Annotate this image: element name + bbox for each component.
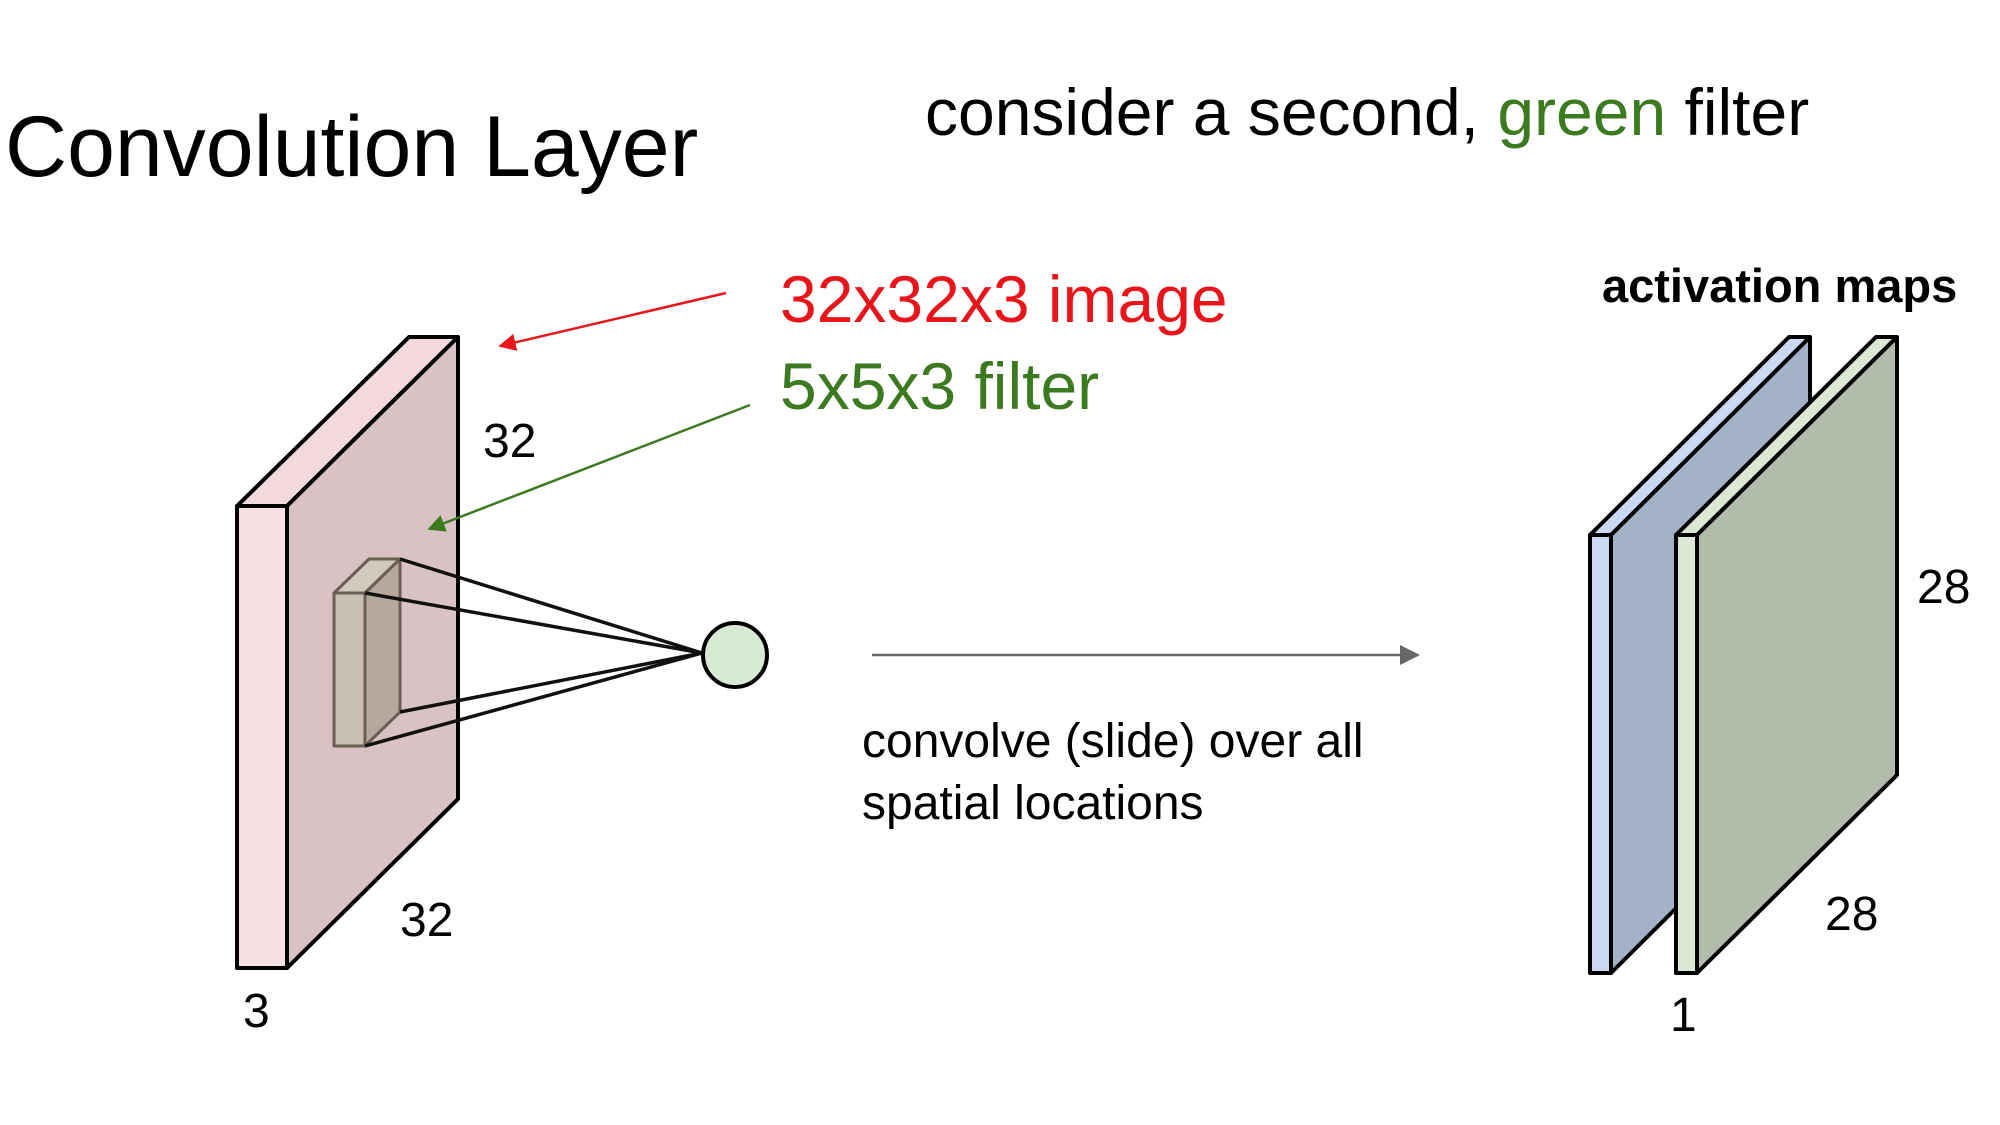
subtitle-prefix: consider a second, (925, 75, 1497, 149)
connection-line (399, 651, 703, 714)
page-title: Convolution Layer (5, 99, 698, 195)
connection-line (364, 651, 703, 748)
filter-to-neuron-lines (364, 557, 703, 748)
connection-line (399, 557, 703, 655)
filter-volume (332, 557, 402, 748)
image-width-label: 32 (400, 894, 453, 947)
maps-width-label: 28 (1825, 888, 1878, 941)
green-map-front-face (1674, 533, 1699, 975)
image-depth-label: 3 (243, 985, 270, 1038)
subtitle-highlight: green (1497, 75, 1666, 149)
activation-map-green (1674, 335, 1899, 975)
connection-line (364, 591, 703, 655)
filter-pointer-arrow (427, 403, 751, 532)
neuron-circle (701, 621, 769, 689)
subtitle-suffix: filter (1666, 75, 1809, 149)
image-size-label: 32x32x3 image (780, 262, 1228, 336)
filter-front-face (332, 591, 367, 748)
image-height-label: 32 (483, 415, 536, 468)
convolve-text-line2: spatial locations (862, 777, 1204, 830)
image-front-face (235, 504, 289, 970)
maps-height-label: 28 (1917, 561, 1970, 614)
blue-map-front-face (1588, 533, 1613, 975)
activation-maps-label: activation maps (1602, 259, 1957, 312)
subtitle: consider a second, green filter (925, 75, 1809, 149)
maps-depth-label: 1 (1670, 989, 1697, 1042)
convolve-text-line1: convolve (slide) over all (862, 715, 1364, 768)
filter-side-face (363, 557, 402, 748)
filter-size-label: 5x5x3 filter (780, 349, 1099, 423)
image-pointer-arrow (498, 291, 727, 351)
